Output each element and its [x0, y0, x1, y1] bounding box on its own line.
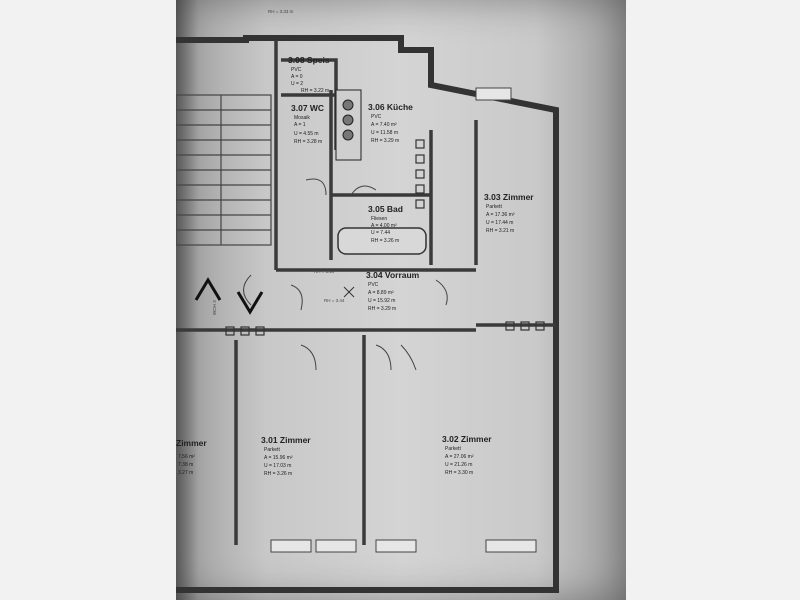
room-303-name: 3.03 Zimmer: [484, 192, 534, 202]
room-302-name: 3.02 Zimmer: [442, 434, 492, 444]
room-301-perimeter: U = 17.03 m: [264, 463, 291, 469]
room-kueche-floor: PVC: [371, 114, 382, 120]
room-301-name: 3.01 Zimmer: [261, 435, 311, 445]
room-bad-name: 3.05 Bad: [368, 204, 403, 214]
room-302-area: A = 27.06 m²: [445, 454, 474, 460]
room-301-area: A = 15.96 m²: [264, 455, 293, 461]
room-bad-perimeter: U = 7.44: [371, 230, 390, 236]
door-swings: [243, 178, 448, 371]
room-speis-floor: PVC: [291, 67, 302, 73]
room-vorraum-name: 3.04 Vorraum: [366, 270, 420, 280]
room-302-perimeter: U = 21.26 m: [445, 462, 472, 468]
room-bad-rh: RH = 3.26 m: [371, 238, 399, 244]
room-speis-name: 3.08 Speis: [288, 55, 330, 65]
room-303-area: A = 17.36 m²: [486, 212, 515, 218]
room-kueche-area: A = 7.40 m²: [371, 122, 397, 128]
stair-arrows: [194, 277, 264, 315]
room-301-rh: RH = 3.26 m: [264, 471, 292, 477]
interior-walls: [176, 40, 556, 545]
room-left-area: 7.56 m²: [178, 454, 195, 460]
room-vorraum-floor: PVC: [368, 282, 379, 288]
room-wc-area: A = 1: [294, 122, 306, 128]
room-bad-floor: Fliesen: [371, 216, 387, 222]
room-bad-area: A = 4.00 m²: [371, 223, 397, 229]
room-speis-area: A = 0: [291, 74, 303, 80]
room-302-floor: Parkett: [445, 446, 461, 452]
room-302-rh: RH = 3.30 m: [445, 470, 473, 476]
bathtub: [337, 227, 427, 255]
exterior-walls: [176, 35, 559, 593]
room-vorraum-area: A = 8.89 m²: [368, 290, 394, 296]
room-kueche-perimeter: U = 11.58 m: [371, 130, 398, 136]
windows: [270, 87, 537, 553]
room-wc-name: 3.07 WC: [291, 103, 324, 113]
rh-entry-label: RH = 3.44: [324, 298, 345, 303]
rh-corridor-label: RH = 3.29: [314, 269, 335, 274]
shaft-markers: [225, 139, 545, 336]
staircase: [176, 94, 272, 246]
room-303-rh: RH = 3.21 m: [486, 228, 514, 234]
room-vorraum-rh: RH = 3.29 m: [368, 306, 396, 312]
room-left-perimeter: 7.38 m: [178, 462, 193, 468]
room-left-rh: 3.27 m: [178, 470, 193, 476]
room-wc-rh: RH = 3.28 m: [294, 139, 322, 145]
room-301-floor: Parkett: [264, 447, 280, 453]
rh-top-label: RH = 3.33 m: [268, 9, 294, 14]
room-303-floor: Parkett: [486, 204, 502, 210]
room-left-name: Zimmer: [176, 438, 207, 448]
room-wc-floor: Mosaik: [294, 115, 310, 121]
floor-plan-paper: RH = 3.33 m RH = 3.29 RH = 3.44 WOH 3 3.…: [176, 0, 626, 600]
entry-cross: [343, 286, 355, 298]
room-speis-rh: RH = 3.22 m: [301, 88, 329, 94]
room-kueche-rh: RH = 3.29 m: [371, 138, 399, 144]
room-vorraum-perimeter: U = 15.92 m: [368, 298, 395, 304]
floor-plan-drawing: RH = 3.33 m RH = 3.29 RH = 3.44 WOH 3 3.…: [176, 9, 559, 593]
room-speis-perimeter: U = 2: [291, 81, 303, 87]
room-303-perimeter: U = 17.44 m: [486, 220, 513, 226]
room-kueche-name: 3.06 Küche: [368, 102, 413, 112]
room-wc-perimeter: U = 4.55 m: [294, 131, 319, 137]
stair-label: WOH 3: [212, 300, 217, 315]
kitchen-fixtures: [335, 89, 362, 161]
